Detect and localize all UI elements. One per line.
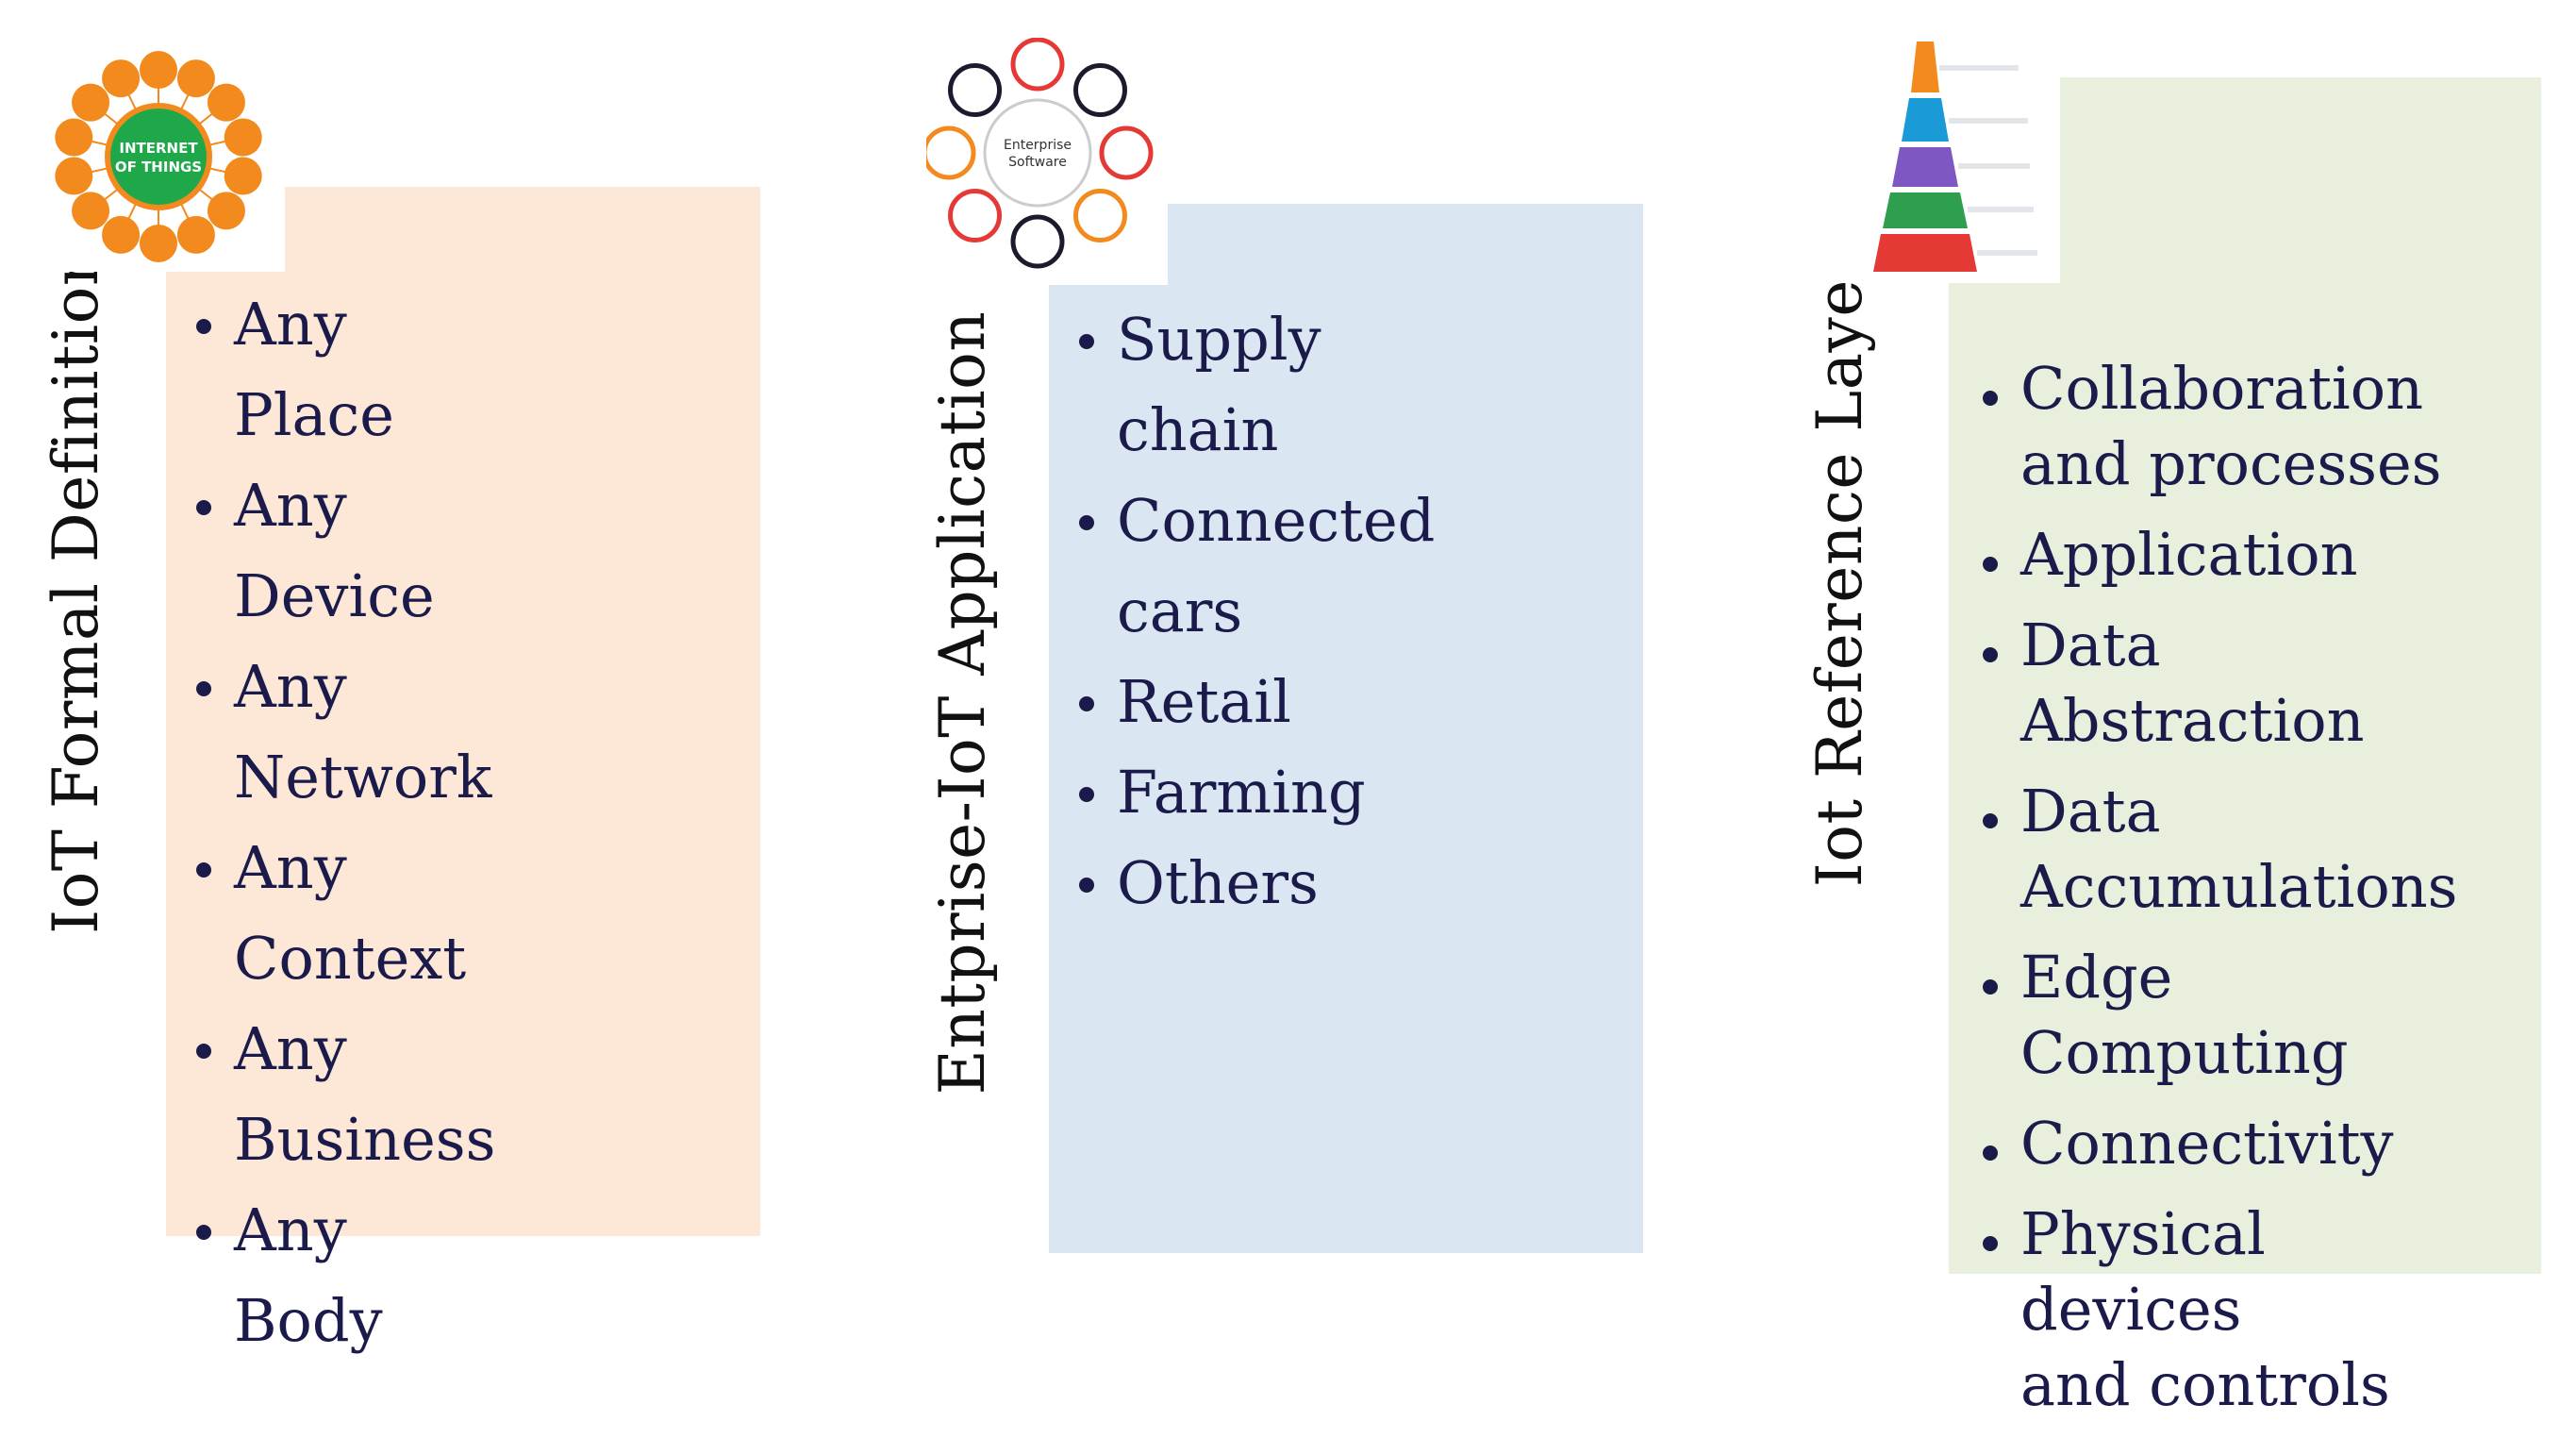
hub-node [55,157,93,195]
hub-node [207,83,245,122]
list-item: Retail [1077,657,1435,747]
list-item: Any Context [194,823,495,1004]
enterprise-node [922,125,976,180]
list-item-line: Data Abstraction [2020,610,2365,755]
iot-layers-pyramid-thumbnail [1811,34,2060,283]
hub-node [72,192,110,230]
panel-1-box [166,187,760,1236]
svg-text:OF THINGS: OF THINGS [115,159,202,176]
enterprise-node [1072,188,1127,242]
list-item-line: Physical devices [2020,1199,2266,1344]
enterprise-node [948,188,1003,242]
hub-node [72,83,110,122]
enterprise-node [1099,125,1154,180]
list-item-line: Edge Computing [2020,943,2349,1087]
list-item-line: Accumulations [2020,852,2458,921]
list-item: Application [1981,517,2458,593]
list-item-line: Collaboration [2020,354,2424,423]
hub-node [176,215,215,254]
svg-text:Software: Software [1008,155,1067,170]
list-item: Any Business [194,1004,495,1185]
enterprise-node [1010,214,1065,269]
list-item-line: and processes [2020,429,2442,498]
list-item: Connectivity [1981,1106,2458,1181]
iot-layers-pyramid [1873,42,2037,272]
list-item-line: Connectivity [2020,1109,2394,1178]
hub-node [102,215,141,254]
list-item: Others [1077,838,1435,928]
list-item: Supply chain [1077,294,1435,476]
list-item: Any Body [194,1185,495,1366]
list-item: Data Abstraction [1981,608,2458,759]
enterprise-node [1072,63,1127,118]
list-item-line: and controls [2020,1350,2390,1419]
enterprise-node [1010,37,1065,92]
list-item-line: Application [2020,520,2358,589]
svg-text:INTERNET: INTERNET [119,140,198,157]
panel-1-vertical-label: IoT Formal Definition [39,245,112,934]
hub-node [224,118,262,157]
list-item: Any Place [194,279,495,460]
list-item-line: Data [2020,777,2161,845]
enterprise-software-thumbnail: Enterprise Software [922,37,1168,285]
iot-hub-diagram: INTERNET OF THINGS [55,51,262,262]
list-item: Any Network [194,642,495,823]
panel-2-box [1049,204,1643,1253]
hub-node [140,225,177,262]
hub-node [55,118,93,157]
iot-hub-thumbnail: INTERNET OF THINGS [42,42,285,272]
svg-text:Enterprise: Enterprise [1004,138,1072,153]
list-item: Farming [1077,747,1435,838]
list-item: Edge Computing [1981,940,2458,1091]
hub-node [176,59,215,98]
hub-node [102,59,141,98]
hub-node [140,51,177,89]
hub-node [207,192,245,230]
panel-3-vertical-label: Iot Reference Layers [1803,216,1876,888]
hub-node [224,157,262,195]
list-item: Any Device [194,460,495,642]
enterprise-node [948,63,1003,118]
panel-2-vertical-label: Entprise-IoT Application [925,310,999,1095]
list-item: Connected cars [1077,476,1435,657]
enterprise-hub-diagram: Enterprise Software [922,37,1154,269]
